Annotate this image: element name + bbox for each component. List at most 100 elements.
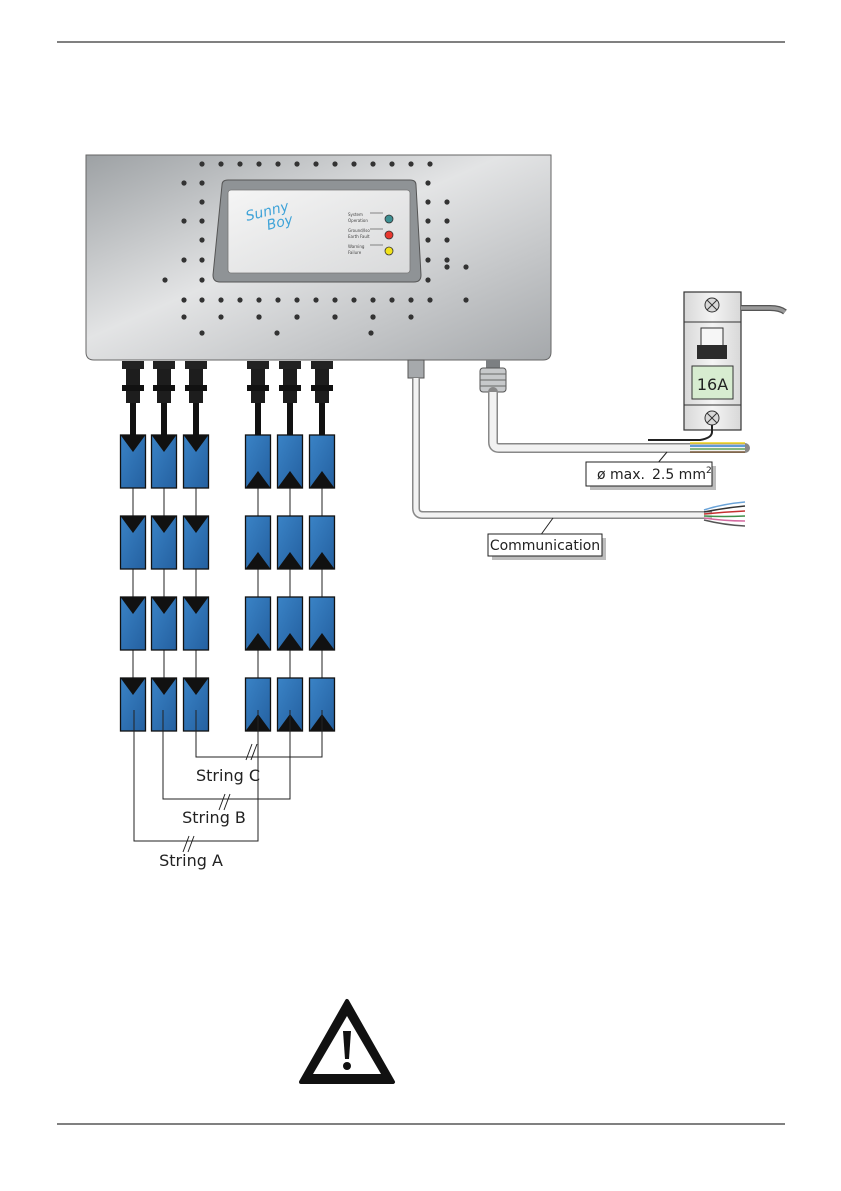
communication-label: Communication <box>490 538 600 554</box>
pv-module <box>278 516 303 569</box>
cable-spec-callout: ø max. 2.5 mm2 <box>586 452 716 490</box>
string-b-label: String B <box>182 808 246 827</box>
led-label-line1: Warning <box>348 244 365 249</box>
vent-hole <box>368 330 373 335</box>
vent-hole <box>332 161 337 166</box>
dc-connector <box>311 361 333 435</box>
pv-module <box>121 435 146 488</box>
vent-hole <box>444 264 449 269</box>
vent-hole <box>199 330 204 335</box>
dc-connector <box>247 361 269 435</box>
vent-hole <box>199 199 204 204</box>
communication-callout: Communication <box>488 518 606 560</box>
vent-hole <box>408 297 413 302</box>
vent-hole <box>199 237 204 242</box>
cable-spec-prefix: ø max. <box>597 467 645 483</box>
led-label-line2: Earth Fault <box>348 234 370 239</box>
pv-module <box>184 435 209 488</box>
warning-triangle-icon <box>301 1001 393 1082</box>
led-label-line1: Ground/Iso <box>348 228 370 233</box>
pv-module <box>152 678 177 731</box>
vent-hole <box>199 257 204 262</box>
vent-hole <box>199 161 204 166</box>
vent-hole <box>199 218 204 223</box>
pv-module <box>246 516 271 569</box>
vent-hole <box>332 314 337 319</box>
pv-module <box>184 597 209 650</box>
string-c-label: String C <box>196 766 260 785</box>
vent-hole <box>444 237 449 242</box>
vent-hole <box>370 297 375 302</box>
pv-module <box>310 516 335 569</box>
display-panel <box>228 190 410 273</box>
vent-hole <box>162 277 167 282</box>
cable-spec-value: 2.5 mm <box>652 467 706 483</box>
pv-module <box>152 597 177 650</box>
pv-module <box>278 597 303 650</box>
vent-hole <box>444 199 449 204</box>
vent-hole <box>425 257 430 262</box>
pv-module <box>246 597 271 650</box>
pv-modules <box>121 435 335 731</box>
pv-module <box>184 516 209 569</box>
vent-hole <box>274 330 279 335</box>
led-label-line1: System <box>348 212 363 217</box>
vent-hole <box>425 180 430 185</box>
vent-hole <box>237 297 242 302</box>
vent-hole <box>294 161 299 166</box>
vent-hole <box>313 161 318 166</box>
inverter-housing: Sunny Boy SystemOperationGround/IsoEarth… <box>86 155 551 360</box>
vent-hole <box>351 161 356 166</box>
vent-hole <box>444 257 449 262</box>
vent-hole <box>425 277 430 282</box>
vent-hole <box>275 297 280 302</box>
vent-hole <box>294 297 299 302</box>
vent-hole <box>463 297 468 302</box>
dc-connector <box>153 361 175 435</box>
vent-hole <box>332 297 337 302</box>
dc-connector <box>185 361 207 435</box>
pv-module <box>121 516 146 569</box>
vent-hole <box>199 277 204 282</box>
vent-hole <box>425 199 430 204</box>
breaker-toggle <box>697 345 727 359</box>
vent-hole <box>256 314 261 319</box>
vent-hole <box>218 314 223 319</box>
vent-hole <box>463 264 468 269</box>
vent-hole <box>444 218 449 223</box>
vent-hole <box>256 297 261 302</box>
vent-hole <box>275 161 280 166</box>
circuit-breaker: 16A <box>648 292 785 440</box>
vent-hole <box>181 218 186 223</box>
vent-hole <box>181 297 186 302</box>
vent-hole <box>408 161 413 166</box>
pv-module <box>152 516 177 569</box>
vent-hole <box>294 314 299 319</box>
communication-cable-gland <box>408 360 424 378</box>
led-label-line2: Operation <box>348 218 368 223</box>
svg-text:ø max.2.5 mm2: ø max. 2.5 mm2 <box>597 466 712 483</box>
dc-connector <box>279 361 301 435</box>
vent-hole <box>218 161 223 166</box>
vent-hole <box>199 180 204 185</box>
pv-module <box>152 435 177 488</box>
cable-spec-exponent: 2 <box>706 466 712 476</box>
string-a-label: String A <box>159 851 223 870</box>
status-led-icon <box>385 247 393 255</box>
pv-module <box>246 435 271 488</box>
vent-hole <box>427 161 432 166</box>
communication-conductors <box>704 502 745 526</box>
pv-module <box>121 678 146 731</box>
pv-module <box>121 597 146 650</box>
status-led-icon <box>385 215 393 223</box>
vent-hole <box>181 314 186 319</box>
vent-hole <box>256 161 261 166</box>
vent-hole <box>181 257 186 262</box>
vent-hole <box>389 297 394 302</box>
dc-connector <box>122 361 144 435</box>
pv-module <box>278 435 303 488</box>
vent-hole <box>199 297 204 302</box>
vent-hole <box>427 297 432 302</box>
breaker-rating: 16A <box>697 375 728 394</box>
